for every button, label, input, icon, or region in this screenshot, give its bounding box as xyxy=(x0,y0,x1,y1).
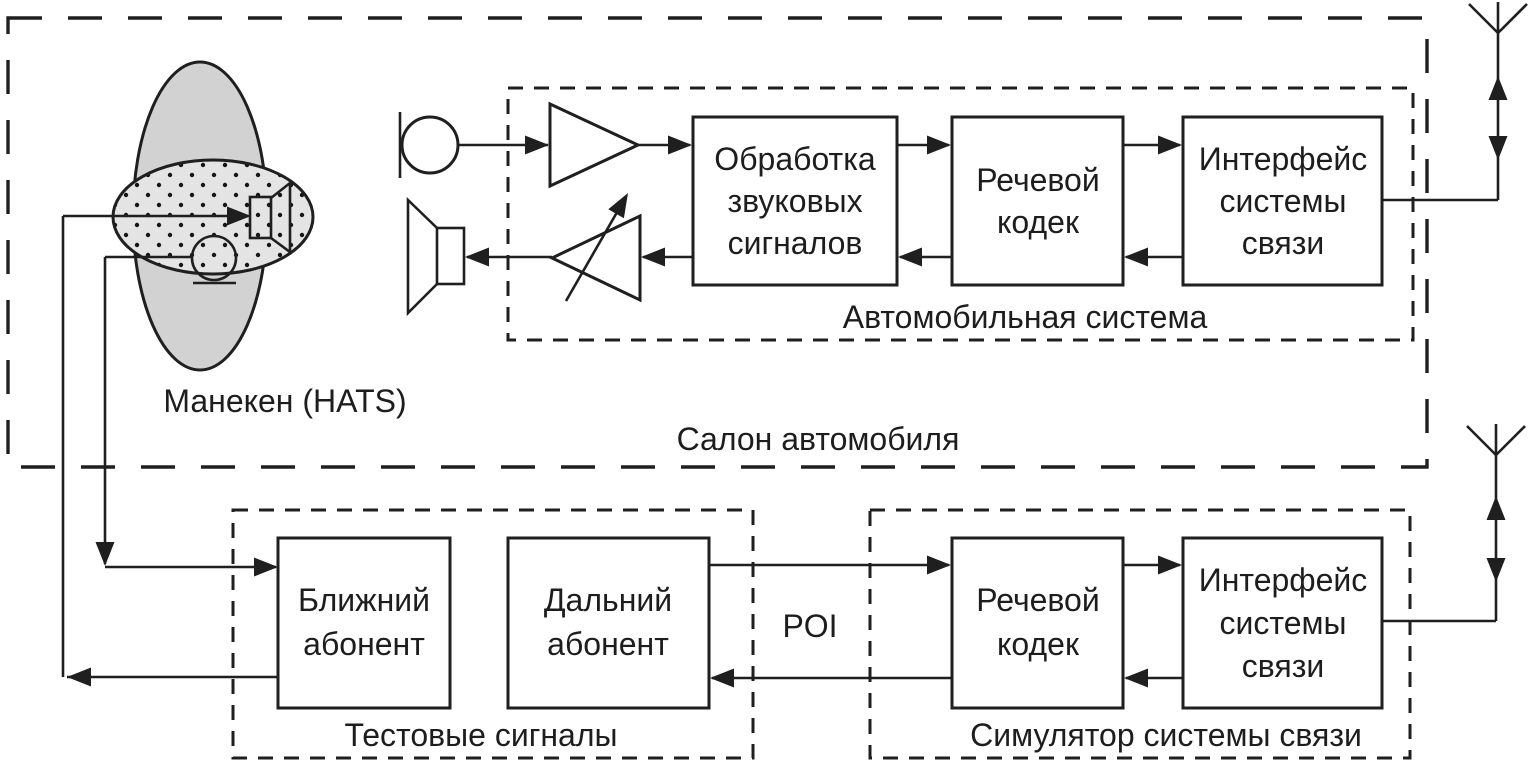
block-comm-interface-bottom-label: Интерфейс xyxy=(1199,562,1368,598)
arrowhead-into-processing xyxy=(668,135,692,155)
arrowhead-ear-down xyxy=(95,542,115,566)
block-comm-interface-top-label: Интерфейс xyxy=(1199,141,1368,177)
car-system-label: Автомобильная система xyxy=(843,299,1208,335)
block-near-end-label: абонент xyxy=(303,626,425,662)
attenuator-adjust-line xyxy=(564,206,622,302)
mannequin-label: Манекен (HATS) xyxy=(163,383,406,419)
block-comm-interface-top-label: системы xyxy=(1220,183,1347,219)
block-comm-interface-bottom xyxy=(1181,536,1384,710)
car-cabin-region-box xyxy=(6,16,1429,469)
block-speech-codec-top-label: Речевой xyxy=(976,162,1099,198)
simulator-label: Симулятор системы связи xyxy=(970,717,1362,753)
region-labels: Манекен (HATS) Салон автомобиля Автомоби… xyxy=(163,299,1362,753)
arrowhead-into-speaker xyxy=(465,247,489,267)
block-far-end-subscriber xyxy=(506,536,711,710)
block-audio-processing xyxy=(691,115,899,287)
test-signals-region-box xyxy=(231,508,755,760)
arrowhead-into-far-end xyxy=(710,668,734,688)
signal-wires xyxy=(61,143,1183,680)
block-far-end-label: Дальний xyxy=(544,582,672,618)
variable-attenuator-icon xyxy=(548,213,642,303)
block-comm-interface-bottom-label: системы xyxy=(1220,605,1347,641)
arrowhead-into-interface-bottom xyxy=(1158,555,1182,575)
block-speech-codec-bottom-label: кодек xyxy=(997,626,1080,662)
hands-free-transducers xyxy=(398,101,642,317)
block-comm-interface-top xyxy=(1181,115,1384,287)
arrowhead-return-processing xyxy=(898,247,922,267)
car-system-region-box xyxy=(506,86,1415,342)
artificial-mouth-icon xyxy=(248,195,273,240)
car-cabin-label: Салон автомобиля xyxy=(677,421,960,457)
arrowhead-into-codec-top xyxy=(927,135,951,155)
antenna-arm-left xyxy=(1466,425,1497,456)
antenna-top xyxy=(1382,2,1528,202)
block-comm-interface-top-label: связи xyxy=(1242,225,1325,261)
arrowhead-into-interface-top xyxy=(1158,135,1182,155)
artificial-mouth-cone xyxy=(270,180,292,255)
amplifier-icon xyxy=(548,101,642,189)
arrowhead-into-attenuator xyxy=(641,247,665,267)
block-speech-codec-top xyxy=(950,115,1125,287)
uplink-arrowhead xyxy=(1488,76,1508,100)
block-far-end-label: абонент xyxy=(547,626,669,662)
downlink-arrowhead xyxy=(1486,558,1506,582)
poi-label: POI xyxy=(782,608,837,644)
block-speech-codec-top-label: кодек xyxy=(997,204,1080,240)
loudspeaker-icon xyxy=(435,226,466,286)
microphone-icon xyxy=(400,115,460,175)
arrowhead-into-codec-bottom xyxy=(927,555,951,575)
block-audio-processing-label: звуковых xyxy=(727,183,862,219)
arrowhead-return-codec-bottom xyxy=(1124,668,1148,688)
attenuator-adjust-arrowhead xyxy=(608,193,628,219)
downlink-arrowhead xyxy=(1488,136,1508,160)
uplink-arrowhead xyxy=(1486,496,1506,520)
block-near-end-subscriber xyxy=(276,536,452,710)
block-speech-codec-bottom-label: Речевой xyxy=(976,582,1099,618)
block-audio-processing-label: сигналов xyxy=(728,225,863,261)
test-signals-label: Тестовые сигналы xyxy=(344,717,617,753)
loudspeaker-cone xyxy=(406,196,438,317)
block-speech-codec-bottom xyxy=(950,536,1125,710)
antenna-bottom xyxy=(1383,424,1526,623)
arrowhead-into-near-end xyxy=(254,557,278,577)
antenna-arm-right xyxy=(1495,425,1526,456)
arrowheads xyxy=(67,135,1182,688)
block-near-end-label: Ближний xyxy=(298,582,430,618)
block-comm-interface-bottom-label: связи xyxy=(1242,648,1325,684)
antenna-arm-right xyxy=(1497,3,1528,34)
blocks: Обработка звуковых сигналов Речевой коде… xyxy=(276,115,1384,710)
simulator-region-box xyxy=(868,508,1412,760)
arrowhead-near-end-out xyxy=(67,667,91,687)
arrowhead-into-amp xyxy=(525,135,549,155)
arrowhead-return-codec-top xyxy=(1124,247,1148,267)
arrowhead-into-mouth xyxy=(227,206,251,226)
antenna-arm-left xyxy=(1468,3,1499,34)
block-audio-processing-label: Обработка xyxy=(714,141,876,177)
